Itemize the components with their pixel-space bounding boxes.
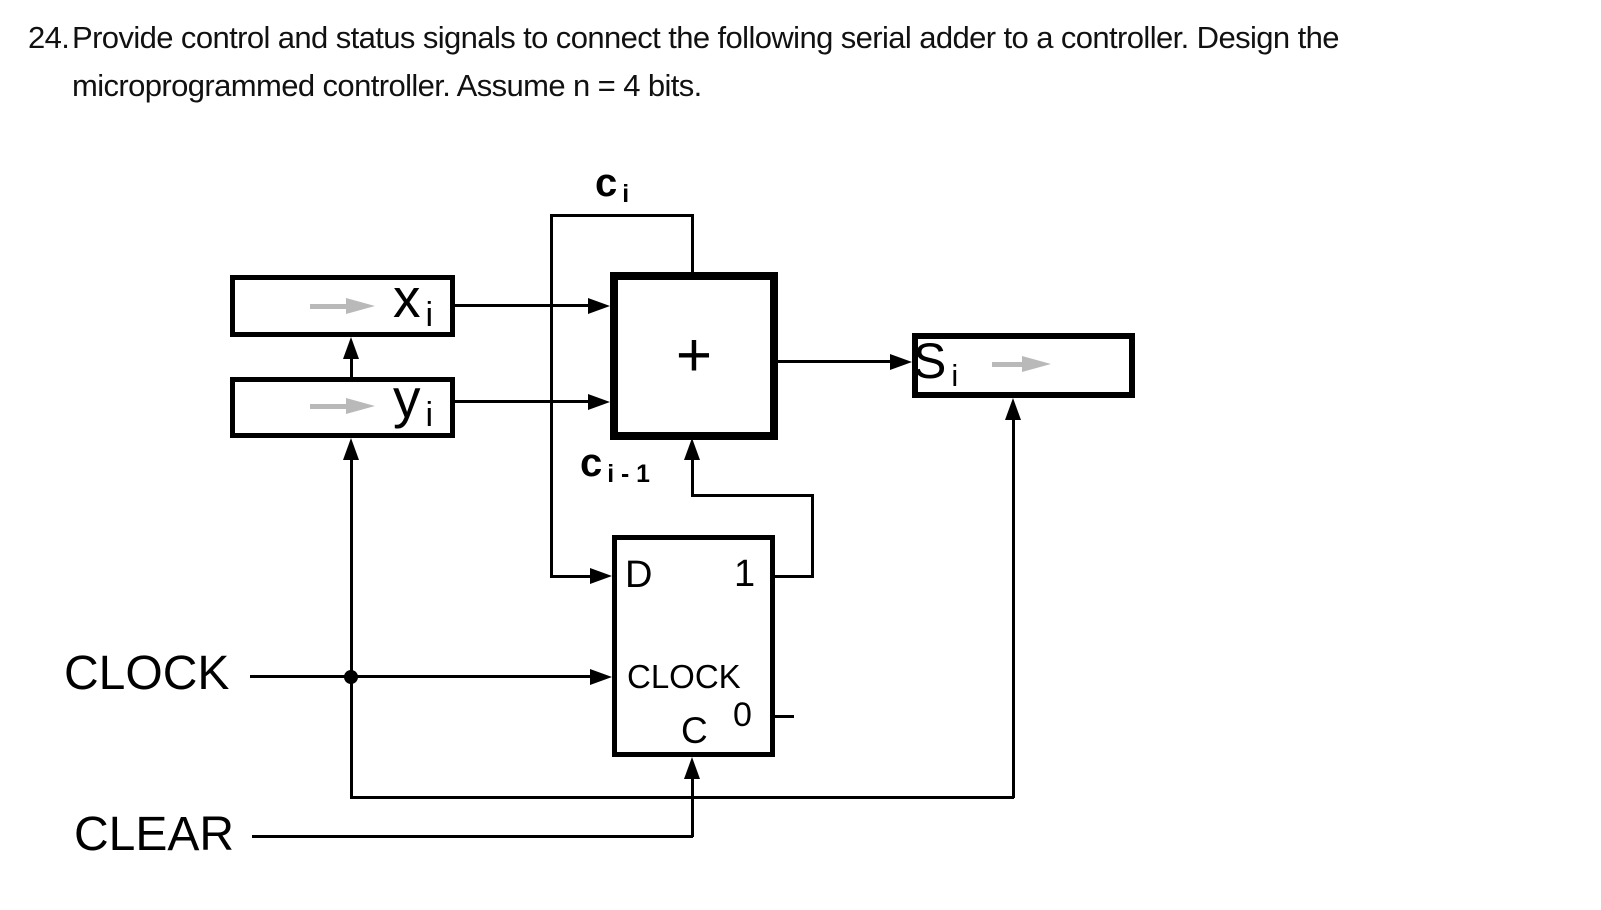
wire-x-to-adder: [455, 304, 592, 307]
dff-zero-label: 0: [733, 696, 752, 734]
d-flipflop-box: [612, 535, 775, 757]
arrowhead-x-input: [588, 298, 610, 314]
wire-q1-out: [775, 575, 814, 578]
wire-carry-out-into-adder-top: [691, 214, 694, 273]
problem-text-line2: microprogrammed controller. Assume n = 4…: [72, 68, 702, 103]
wire-clock: [250, 675, 592, 678]
arrowhead-s-bottom: [1005, 398, 1021, 420]
wire-carry-in-into-adder: [691, 458, 694, 496]
wire-carry-out-down: [550, 214, 553, 577]
arrowhead-s-input: [890, 354, 912, 370]
arrowhead-x-bottom: [343, 337, 359, 359]
wire-clock-bottom-run: [350, 796, 1014, 799]
arrowhead-d-input: [590, 568, 612, 584]
y-register-box: [230, 377, 455, 438]
clock-label: CLOCK: [64, 647, 230, 700]
wire-clock-to-s: [1012, 418, 1015, 798]
adder-plus-label: +: [675, 321, 713, 390]
wire-y-to-x: [350, 357, 353, 378]
dff-c-label: C: [681, 710, 708, 751]
problem-text-line1: Provide control and status signals to co…: [72, 20, 1339, 55]
wire-clear-up: [691, 777, 694, 837]
problem-number: 24.: [28, 20, 70, 55]
arrowhead-y-bottom: [343, 438, 359, 460]
wire-clear: [252, 835, 693, 838]
arrowhead-clear-input: [684, 757, 700, 779]
wire-carry-out-top: [551, 214, 693, 217]
wire-clock-branch-down: [350, 677, 353, 798]
shift-right-icon: [346, 298, 375, 314]
shift-right-icon: [310, 404, 348, 409]
dff-one-label: 1: [734, 553, 756, 595]
wire-carry-out-to-d: [550, 575, 592, 578]
arrowhead-clock-input: [590, 669, 612, 685]
clear-label: CLEAR: [74, 808, 235, 861]
wire-clock-to-y: [350, 458, 353, 677]
dff-d-label: D: [625, 554, 653, 596]
wire-y-to-adder: [455, 400, 592, 403]
shift-right-icon: [310, 304, 348, 309]
arrowhead-y-input: [588, 394, 610, 410]
wire-q0-stub: [775, 715, 794, 718]
dff-clock-label: CLOCK: [627, 658, 741, 695]
shift-right-icon: [346, 398, 375, 414]
arrowhead-adder-bottom: [684, 438, 700, 460]
wire-carry-in-mid: [691, 494, 813, 497]
shift-right-icon: [992, 362, 1024, 367]
shift-right-icon: [1022, 356, 1051, 372]
wire-sum-to-s: [778, 360, 892, 363]
wire-carry-in-up: [811, 494, 814, 578]
adder-box: +: [610, 272, 778, 440]
